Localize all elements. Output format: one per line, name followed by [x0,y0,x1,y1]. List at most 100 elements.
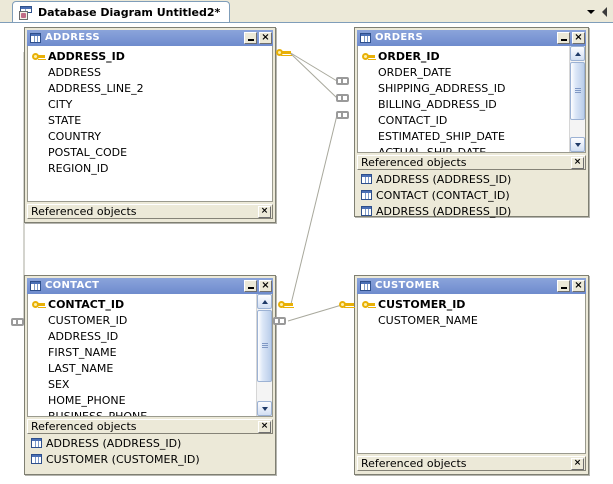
column-row[interactable]: CUSTOMER_ID [358,296,585,312]
column-name: LAST_NAME [48,361,114,375]
column-row[interactable]: ORDER_ID [358,48,569,64]
primary-key-icon [362,51,375,62]
table-icon [31,438,42,448]
column-row[interactable]: STATE [28,112,272,128]
close-button[interactable]: × [259,32,272,44]
referenced-object-item[interactable]: ADDRESS (ADDRESS_ID) [359,203,586,219]
column-row[interactable]: SHIPPING_ADDRESS_ID [358,80,569,96]
scroll-up-button[interactable] [257,294,272,309]
column-row[interactable]: SEX [28,376,256,392]
referenced-objects-close-icon[interactable]: × [571,457,584,470]
node-titlebar[interactable]: ORDERS × [357,30,586,46]
table-icon [360,281,371,291]
column-row[interactable]: CONTACT_ID [358,112,569,128]
column-row[interactable]: FIRST_NAME [28,344,256,360]
column-row[interactable]: ADDRESS [28,64,272,80]
chevron-down-icon[interactable] [587,9,595,14]
referenced-objects-bar[interactable]: Referenced objects × [27,419,273,434]
column-name: CUSTOMER_ID [48,313,128,327]
table-icon [31,454,42,464]
referenced-object-item[interactable]: CUSTOMER (CUSTOMER_ID) [29,451,273,467]
referenced-objects-close-icon[interactable]: × [571,156,584,169]
referenced-object-item[interactable]: CONTACT (CONTACT_ID) [359,187,586,203]
column-row[interactable]: CUSTOMER_NAME [358,312,585,328]
column-row[interactable]: HOME_PHONE [28,392,256,408]
column-row[interactable]: ADDRESS_LINE_2 [28,80,272,96]
relationship-key-endpoint-address[interactable] [276,47,292,58]
node-title: ADDRESS [45,32,100,43]
node-titlebar[interactable]: ADDRESS × [27,30,273,46]
referenced-object-label: ADDRESS (ADDRESS_ID) [376,172,512,186]
relationship-fk-endpoint-contact-customer[interactable] [273,316,289,327]
referenced-objects-label: Referenced objects [361,156,467,169]
column-name: CONTACT_ID [48,297,125,311]
referenced-objects-bar[interactable]: Referenced objects × [357,155,586,170]
minimize-button[interactable] [244,32,257,44]
column-row[interactable]: CITY [28,96,272,112]
referenced-object-item[interactable]: ADDRESS (ADDRESS_ID) [359,171,586,187]
column-list: ADDRESS_ID ADDRESS ADDRESS_LINE_2 CITY [28,46,272,201]
relationship-key-endpoint-contact[interactable] [278,299,294,310]
close-button[interactable]: × [259,280,272,292]
scroll-down-button[interactable] [257,401,272,416]
column-row[interactable]: BILLING_ADDRESS_ID [358,96,569,112]
table-node-contact[interactable]: CONTACT × CONTACT_ID CUSTOMER_ID [24,275,276,475]
column-list-panel[interactable]: CUSTOMER_ID CUSTOMER_NAME [357,294,586,454]
relationship-fk-endpoint-orders-contact[interactable] [336,110,352,121]
node-titlebar[interactable]: CUSTOMER × [357,278,586,294]
vertical-scrollbar[interactable] [256,294,272,416]
minimize-button[interactable] [244,280,257,292]
referenced-objects-bar[interactable]: Referenced objects × [357,456,586,471]
column-row[interactable]: ORDER_DATE [358,64,569,80]
close-button[interactable]: × [572,32,585,44]
column-row[interactable]: ADDRESS_ID [28,328,256,344]
column-name: CITY [48,97,73,111]
referenced-objects-bar[interactable]: Referenced objects × [27,204,273,219]
triangle-left-icon[interactable] [602,6,607,17]
close-button[interactable]: × [572,280,585,292]
scroll-up-button[interactable] [570,46,585,61]
scrollbar-thumb[interactable] [257,310,272,382]
vertical-scrollbar[interactable] [569,46,585,152]
relationship-fk-endpoint-contact-address[interactable] [11,317,27,328]
table-node-address[interactable]: ADDRESS × ADDRESS_ID ADDRESS [24,27,276,223]
column-name: ADDRESS_ID [48,49,125,63]
column-name: SEX [48,377,70,391]
scroll-down-button[interactable] [570,137,585,152]
referenced-objects-close-icon[interactable]: × [258,205,271,218]
referenced-object-item[interactable]: ADDRESS (ADDRESS_ID) [29,435,273,451]
column-row[interactable]: ADDRESS_ID [28,48,272,64]
relationship-fk-endpoint-orders-billing[interactable] [336,93,352,104]
column-name: REGION_ID [48,161,109,175]
diagram-canvas[interactable]: ADDRESS × ADDRESS_ID ADDRESS [0,22,613,484]
referenced-objects-close-icon[interactable]: × [258,420,271,433]
column-row[interactable]: REGION_ID [28,160,272,176]
node-titlebar[interactable]: CONTACT × [27,278,273,294]
column-name: CUSTOMER_ID [378,297,466,311]
minimize-button[interactable] [557,280,570,292]
column-list-panel[interactable]: ORDER_ID ORDER_DATE SHIPPING_ADDRESS_ID … [357,46,586,153]
relationship-fk-endpoint-orders-shipping[interactable] [336,76,352,87]
referenced-object-label: ADDRESS (ADDRESS_ID) [46,436,182,450]
table-icon [360,33,371,43]
referenced-object-label: CONTACT (CONTACT_ID) [376,188,510,202]
column-row[interactable]: LAST_NAME [28,360,256,376]
table-node-customer[interactable]: CUSTOMER × CUSTOMER_ID CUSTOMER_NAME [354,275,589,475]
column-row[interactable]: CONTACT_ID [28,296,256,312]
table-node-orders[interactable]: ORDERS × ORDER_ID ORDER_DATE [354,27,589,217]
node-title: CONTACT [45,280,100,291]
column-list-panel[interactable]: ADDRESS_ID ADDRESS ADDRESS_LINE_2 CITY [27,46,273,202]
scrollbar-thumb[interactable] [570,62,585,120]
column-row[interactable]: BUSINESS_PHONE [28,408,256,417]
relationship-key-endpoint-customer[interactable] [339,299,355,310]
column-row[interactable]: ACTUAL_SHIP_DATE [358,144,569,153]
column-row[interactable]: POSTAL_CODE [28,144,272,160]
column-row[interactable]: COUNTRY [28,128,272,144]
tab-database-diagram[interactable]: Database Diagram Untitled2* [12,1,231,23]
tab-label: Database Diagram Untitled2* [38,6,221,19]
column-row[interactable]: CUSTOMER_ID [28,312,256,328]
column-row[interactable]: ESTIMATED_SHIP_DATE [358,128,569,144]
column-list-panel[interactable]: CONTACT_ID CUSTOMER_ID ADDRESS_ID FIRST_… [27,294,273,417]
minimize-button[interactable] [557,32,570,44]
